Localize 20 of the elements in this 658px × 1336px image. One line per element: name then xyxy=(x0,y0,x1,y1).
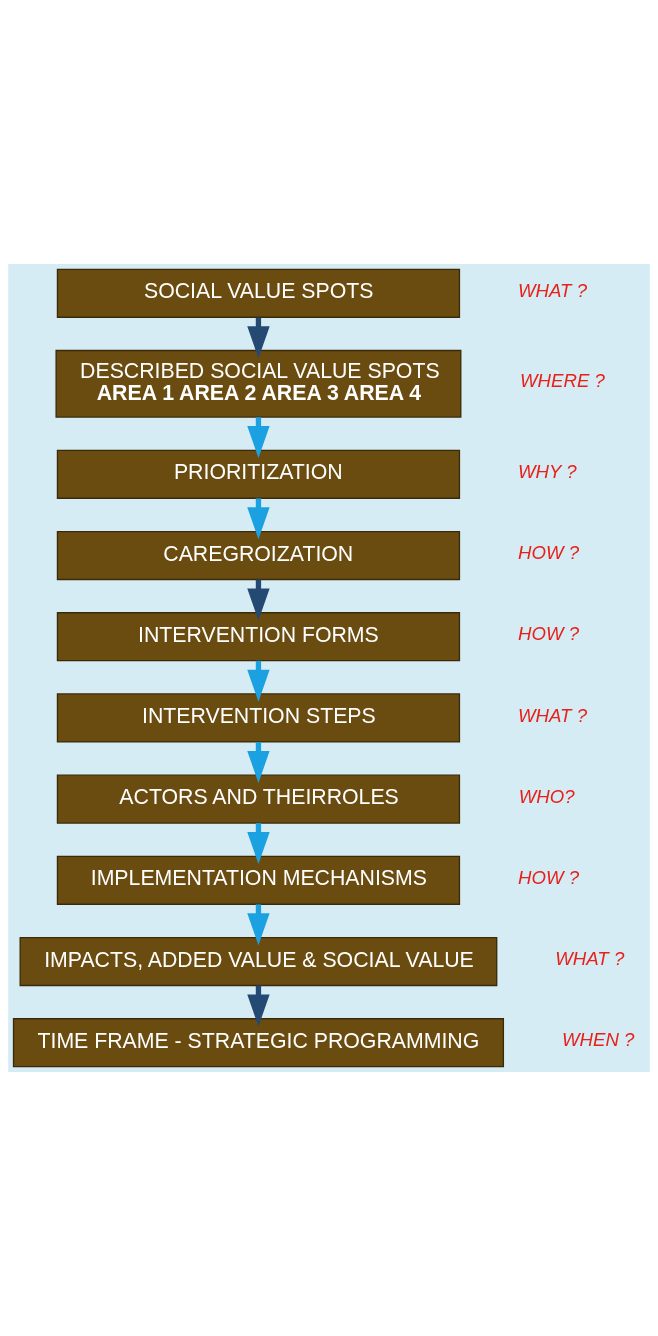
node-box: ACTORS AND THEIRROLES xyxy=(56,774,461,824)
node-box: TIME FRAME - STRATEGIC PROGRAMMING xyxy=(12,1018,505,1068)
node-label: WHERE ? xyxy=(520,370,605,392)
node-label: WHO? xyxy=(518,785,575,807)
node-box: SOCIAL VALUE SPOTS xyxy=(56,268,461,318)
node-label: WHAT ? xyxy=(555,948,625,970)
node-box: DESCRIBED SOCIAL VALUE SPOTS AREA 1 AREA 2 AREA 3 AREA 4 xyxy=(55,349,462,418)
node-label: WHAT ? xyxy=(518,704,588,726)
node-box: CAREGROIZATION xyxy=(56,530,461,581)
node-box: INTERVENTION STEPS xyxy=(56,693,461,743)
node-label: HOW ? xyxy=(518,542,580,564)
node-label: HOW ? xyxy=(518,866,580,888)
node-box: INTERVENTION FORMS xyxy=(56,612,461,662)
node-box: IMPLEMENTATION MECHANISMS xyxy=(56,855,461,905)
node-label: WHY ? xyxy=(518,460,577,482)
node-label: WHAT ? xyxy=(518,279,588,301)
node-label: WHEN ? xyxy=(561,1029,635,1051)
node-box: IMPACTS, ADDED VALUE & SOCIAL VALUE xyxy=(19,936,498,987)
node-label: HOW ? xyxy=(518,623,580,645)
node-box: PRIORITIZATION xyxy=(56,449,461,499)
